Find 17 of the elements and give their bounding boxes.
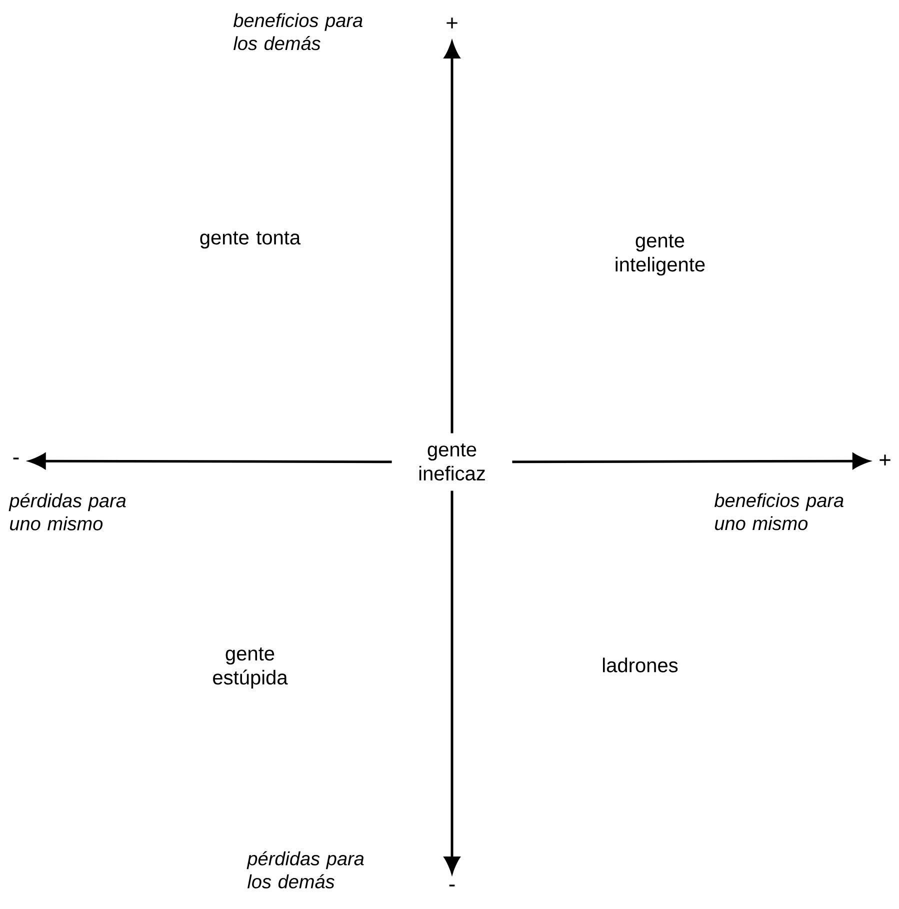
quadrant-label: ladrones	[603, 658, 678, 672]
axis-arrow	[512, 453, 870, 469]
plus-sign: +	[446, 18, 458, 28]
quadrant-label: gente inteligente	[616, 234, 705, 276]
minus-sign: -	[449, 884, 455, 886]
axis-arrow	[28, 453, 392, 469]
plus-sign: +	[880, 454, 890, 466]
quadrant-label: gente estúpida	[213, 647, 288, 689]
axis-label: pérdidas para los demás	[246, 851, 364, 888]
axis-arrow	[444, 490, 460, 874]
minus-sign: -	[13, 458, 19, 460]
axis-arrow	[444, 42, 460, 434]
axis-label: beneficios para uno mismo	[714, 493, 844, 530]
quadrant-label: gente tonta	[200, 231, 301, 249]
axis-label: pérdidas para uno mismo	[8, 493, 126, 530]
center-label: gente ineficaz	[419, 443, 485, 481]
axis-label: beneficios para los demás	[233, 13, 362, 50]
